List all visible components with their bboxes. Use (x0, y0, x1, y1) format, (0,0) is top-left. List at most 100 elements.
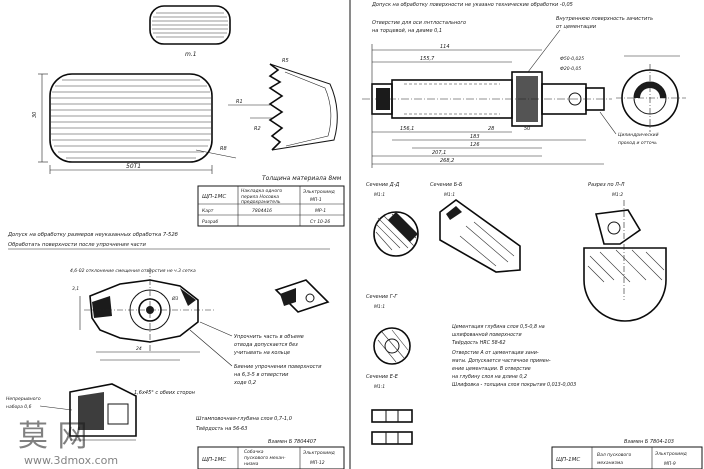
pawl-detail-view: Непрерывного набора 0,6 (6, 383, 137, 441)
tech-note-7: на глубину слоя на длине 0,2 (452, 374, 527, 380)
thickness-note: Толщина материала 8мм (262, 175, 342, 182)
note-hardness-3: ходе 0,2 (233, 380, 256, 386)
title-block-right: ЩП-1МС Вал пускового механизма Эльктрохи… (551, 446, 703, 469)
dim-4: 183 (470, 134, 480, 140)
replaced-by-left: Взамен Б 7804407 (268, 439, 317, 445)
title-block-1: ЩП-1МС Накладка одного перила Носовка пр… (197, 185, 345, 227)
scale-c: М1:1 (374, 304, 385, 310)
pawl-main-view: 3,1 24 Ø3 (72, 268, 214, 361)
watermark-url: www.3dmox.com (24, 454, 118, 467)
cutaway-view (583, 200, 667, 322)
title-block-2-num: МП-12 (310, 460, 325, 466)
tech-note-5: маты. Допускается частичное примен- (452, 358, 551, 364)
note-surface-2: от цементации (556, 24, 597, 30)
title-block-1-row2-a: Карт (202, 208, 214, 214)
lever-label-b: Ø3 (171, 295, 179, 302)
note-axis-1: Отверстие для оси лнтлостального (372, 20, 466, 26)
section-b-label: Сечение Б-Б (430, 182, 463, 188)
side-label-2: набора 0,6 (6, 404, 32, 410)
title-block-2-mark: Эльктрохимд (302, 450, 335, 456)
dim-9: 268,2 (440, 158, 454, 164)
note-material-1: Штамповочная-глубина слоя 0,7-1,0 (196, 416, 292, 422)
title-block-1-row2-c: МР-1 (315, 208, 326, 214)
dim-3: 156,1 (400, 126, 414, 132)
title-block-1-num: МП-1 (310, 197, 322, 203)
tech-note-2: шлифованной поверхности (452, 332, 522, 338)
tech-note-6: ение цементации. В отверстие (452, 366, 531, 372)
scale-a: М1:1 (374, 192, 385, 198)
title-block-right-name-1: Вал пускового (597, 452, 631, 458)
notch-label-a: R1 (236, 99, 243, 105)
title-block-right-num: МП-9 (664, 461, 676, 467)
title-block-right-mark: Эльктрохимд (654, 451, 687, 457)
section-d-label: Сечение Е-Е (366, 374, 399, 380)
dim-note-center: 4,6-02 отклонение смещения отверстия не … (70, 268, 196, 274)
side-label-1: Непрерывного (6, 396, 41, 402)
lever-label-c: 24 (136, 346, 142, 352)
title-block-1-row3-c: Ст 10-26 (310, 219, 330, 225)
title-block-1-mark: Эльктрохимд (302, 189, 335, 195)
note-hardness-1: Биение упрочнения поверхности (234, 364, 322, 370)
scale-b: М1:1 (444, 192, 455, 198)
note-material-2: Твёрдость на 56-63 (196, 426, 247, 432)
dim-8: 207,1 (432, 150, 446, 156)
note-chamfer-2: проход и отточь (618, 141, 657, 146)
section-c-view (373, 327, 411, 365)
tech-note-3: Твёрдость HRC 58-62 (452, 340, 506, 346)
title-block-2-name-3: низма (244, 462, 259, 467)
dim-7: 50 (524, 126, 530, 132)
replaced-by-right: Взамен Б 7804-103 (624, 439, 674, 445)
serration-label: R5 (282, 58, 289, 64)
note-bottom-left: 1,6х45° с обеих сторон (134, 390, 196, 396)
title-block-1-name-1: Накладка одного (241, 188, 282, 194)
title-block-1-name-3: предохранитель (241, 200, 281, 205)
note-top-2: Обработать поверхности после упрочнения … (8, 242, 146, 248)
scale-d: М1:1 (374, 384, 385, 390)
title-block-right-name-2: механизма (597, 461, 623, 466)
tech-note-4: Отверстие А от цементации зани- (452, 350, 539, 356)
shaft-end-view (616, 55, 686, 132)
watermark: 莫 网 www.3dmox.com (18, 419, 118, 467)
shaft-main-view: 155,7 114 156,1 183 126 28 50 207,1 268,… (362, 29, 659, 168)
section-a-view (373, 211, 419, 257)
note-chamfer-1: Цилиндрический (618, 132, 659, 138)
note-top-right: Допуск на обработку поверхности не указа… (371, 2, 573, 8)
note-hardening-3: учитывать на кольце (233, 350, 290, 356)
title-block-right-code: ЩП-1МС (556, 457, 580, 463)
plate-front-view: 50T1 30 R8 (32, 73, 237, 174)
tech-note-1: Цементация глубина слоя 0,5-0,8 на (452, 324, 545, 330)
title-block-1-row3-a: Разраб (202, 219, 218, 225)
right-sheet: Допуск на обработку поверхности не указа… (362, 2, 703, 469)
note-hardening-1: Упрочнить часть в объеме (234, 334, 304, 340)
note-top-1: Допуск на обработку размеров неуказанных… (7, 232, 179, 238)
section-c-label: Сечение Г-Г (366, 294, 398, 300)
note-hardening-2: отвода допускается без (234, 342, 298, 348)
note-hardness-2: на 6,3-5 в отверстии (234, 372, 289, 378)
top-view-label: m.1 (185, 51, 197, 58)
dim-6: 28 (488, 126, 494, 132)
plate-height-dim: 30 (32, 112, 38, 118)
pawl-side-view (274, 279, 330, 313)
title-block-1-name-2: перила Носовка (241, 194, 279, 200)
serrated-profile-view: R1 R2 R5 (228, 58, 338, 151)
scale-e: М1:2 (612, 192, 623, 198)
left-sheet: m.1 50T1 30 R8 (6, 5, 345, 469)
notch-label-b: R2 (254, 126, 261, 132)
tech-note-8: Шлифовка - толщина слоя покрытия 0,013-0… (452, 382, 576, 388)
lever-label-a: 3,1 (72, 286, 79, 292)
radius-label: R8 (220, 146, 227, 152)
watermark-logo: 莫 网 (18, 419, 88, 454)
small-notes-2: Ф20-0,05 (560, 66, 581, 72)
note-surface-1: Внутреннюю поверхность зачистить (556, 16, 653, 22)
title-block-2-name-2: пускового механ- (244, 456, 286, 461)
title-block-1-row2-b: 7804416 (252, 208, 272, 214)
title-block-2-code: ЩП-1МС (202, 457, 226, 463)
small-notes-1: Ф50-0,025 (560, 56, 584, 62)
dim-5: 126 (470, 142, 480, 148)
dim-1: 155,7 (420, 56, 435, 62)
dim-2: 114 (440, 44, 450, 50)
section-a-label: Сечение Д-Д (366, 182, 399, 188)
note-axis-2: на торцевой, на диаме 0,1 (372, 28, 442, 34)
title-block-1-code: ЩП-1МС (202, 194, 226, 200)
